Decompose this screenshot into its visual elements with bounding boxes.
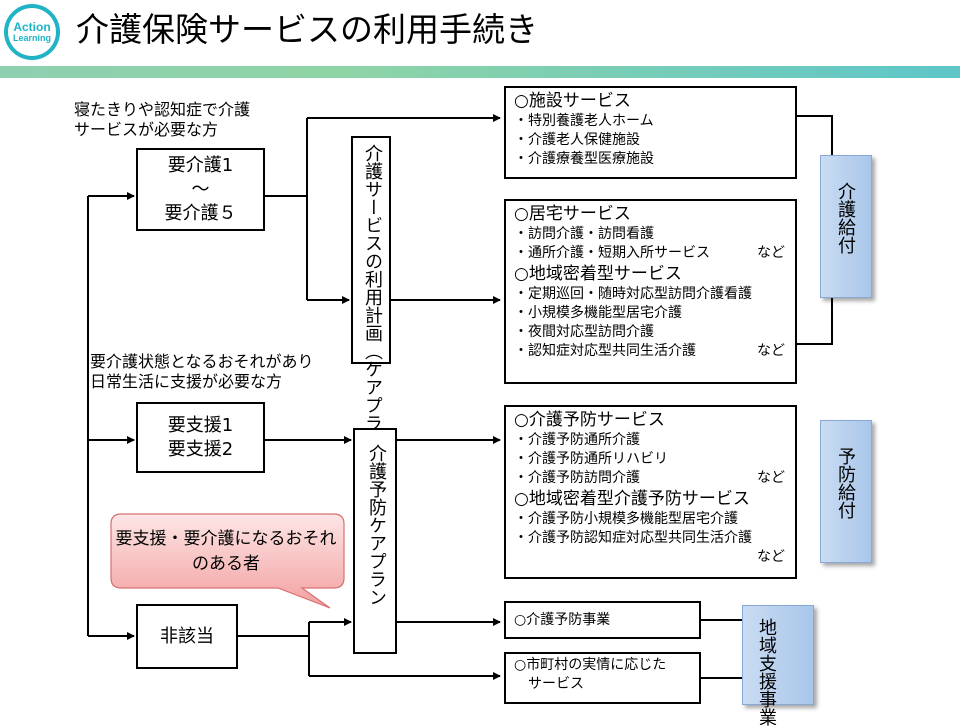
community-support-label: 地域支援事業 [756, 618, 777, 726]
support-level-line-1: 要支援1 [167, 414, 234, 436]
prevention-benefit-panel: 予防給付 [820, 420, 872, 563]
care-benefit-label: 介護給付 [835, 182, 856, 254]
prevention-item-3-row: ・介護予防訪問介護 など [514, 469, 795, 488]
prevention-plan-box: 介護予防ケアプラン [353, 428, 397, 654]
prevention-plan-label: 介護予防ケアプラン [366, 444, 387, 606]
logo-line-1: Action [13, 19, 51, 34]
facility-item-1: ・特別養護老人ホーム [514, 113, 654, 129]
community-prevention-item-1: ・介護予防小規模多機能型居宅介護 [514, 511, 738, 527]
prevention-service-box: ○介護予防サービス ・介護予防通所介護 ・介護予防通所リハビリ ・介護予防訪問介… [504, 405, 797, 579]
facility-item-3: ・介護療養型医療施設 [514, 151, 654, 167]
not-applicable-label: 非該当 [160, 625, 214, 647]
prevention-project-label: ○介護予防事業 [514, 611, 611, 628]
community-support-panel: 地域支援事業 [742, 605, 814, 726]
community-item-4-row: ・認知症対応型共同生活介護 など [514, 342, 795, 361]
support-need-line-1: 要介護状態となるおそれがあり [90, 352, 314, 371]
page-title: 介護保険サービスの利用手続き [76, 10, 538, 49]
community-item-1: ・定期巡回・随時対応型訪問介護看護 [514, 286, 752, 302]
care-level-line-3: 要介護５ [164, 202, 237, 224]
home-etc: など [757, 245, 785, 261]
municipal-service-box: ○市町村の実情に応じた サービス [504, 652, 701, 704]
prevention-item-3: ・介護予防訪問介護 [514, 470, 640, 486]
care-level-box: 要介護1 ～ 要介護５ [136, 148, 265, 231]
care-benefit-panel: 介護給付 [820, 155, 872, 298]
facility-item-2: ・介護老人保健施設 [514, 132, 640, 148]
prevention-etc: など [757, 470, 785, 486]
community-prevention-item-2: ・介護予防認知症対応型共同生活介護 [514, 530, 752, 546]
support-level-box: 要支援1 要支援2 [136, 402, 265, 473]
facility-service-box: ○施設サービス ・特別養護老人ホーム ・介護老人保健施設 ・介護療養型医療施設 [504, 86, 797, 179]
prevention-project-box: ○介護予防事業 [504, 601, 701, 639]
prevention-item-2: ・介護予防通所リハビリ [514, 451, 668, 467]
callout-bubble [110, 513, 345, 609]
care-plan-box: 介護サービスの利用計画（ケアプラン） [351, 136, 391, 468]
community-prevention-heading: ○地域密着型介護予防サービス [514, 489, 750, 509]
community-item-4: ・認知症対応型共同生活介護 [514, 343, 696, 359]
home-item-1: ・訪問介護・訪問看護 [514, 226, 654, 242]
municipal-line-1: ○市町村の実情に応じた [514, 657, 667, 673]
title-underline-bar [0, 66, 960, 78]
prevention-service-heading: ○介護予防サービス [514, 410, 665, 430]
prevention-item-1: ・介護予防通所介護 [514, 432, 640, 448]
facility-service-heading: ○施設サービス [514, 91, 631, 111]
community-item-3: ・夜間対応型訪問介護 [514, 324, 654, 340]
support-need-line-2: 日常生活に支援が必要な方 [90, 372, 283, 391]
care-need-line-2: サービスが必要な方 [74, 120, 219, 139]
support-level-line-2: 要支援2 [167, 438, 234, 460]
community-service-heading: ○地域密着型サービス [514, 264, 682, 284]
municipal-line-2: サービス [514, 676, 584, 692]
logo-badge: Action Learning [8, 8, 56, 56]
prevention-benefit-label: 予防給付 [835, 447, 856, 519]
care-level-line-1: 要介護1 [167, 154, 234, 176]
logo-line-2: Learning [12, 32, 51, 43]
home-service-box: ○居宅サービス ・訪問介護・訪問看護 ・通所介護・短期入所サービス など ○地域… [504, 199, 797, 384]
home-item-2-row: ・通所介護・短期入所サービス など [514, 244, 795, 263]
not-applicable-box: 非該当 [136, 604, 238, 669]
care-need-note: 寝たきりや認知症で介護 サービスが必要な方 [74, 100, 250, 140]
care-level-tilde: ～ [191, 178, 210, 200]
support-need-note: 要介護状態となるおそれがあり 日常生活に支援が必要な方 [90, 352, 314, 392]
community-prevention-etc: など [757, 549, 785, 565]
community-item-2: ・小規模多機能型居宅介護 [514, 305, 682, 321]
home-item-2: ・通所介護・短期入所サービス [514, 245, 710, 261]
action-learning-logo: Action Learning [4, 4, 60, 60]
callout-text: 要支援・要介護になるおそれのある者 [115, 528, 337, 574]
care-plan-label: 介護サービスの利用計画（ケアプラン） [362, 144, 383, 468]
home-service-heading: ○居宅サービス [514, 204, 631, 224]
care-need-line-1: 寝たきりや認知症で介護 [74, 100, 251, 119]
community-etc: など [757, 343, 785, 359]
